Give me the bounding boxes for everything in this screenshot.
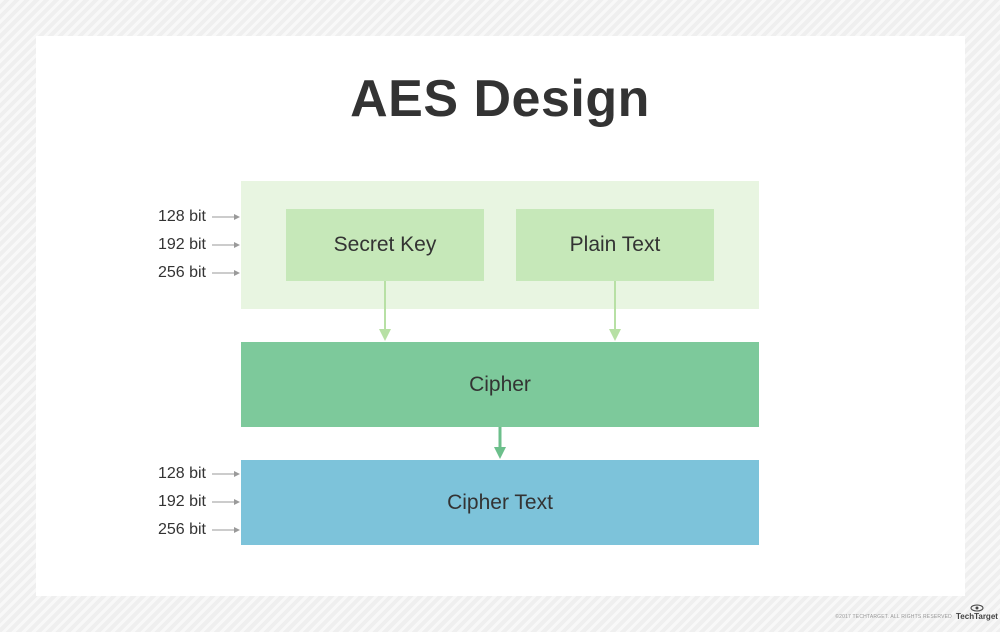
- cipher-to-output-arrow: [494, 427, 506, 459]
- eye-logo-icon: [970, 604, 984, 612]
- key-size-label-128: 128 bit: [157, 208, 206, 225]
- cipher-box: Cipher: [241, 342, 759, 427]
- key-size-arrows: [212, 214, 240, 276]
- key-size-label-192: 192 bit: [157, 236, 206, 253]
- diagram-title: AES Design: [350, 70, 650, 128]
- output-size-label-192: 192 bit: [157, 493, 206, 510]
- cipher-text-box: Cipher Text: [241, 460, 759, 545]
- key-size-label-256: 256 bit: [157, 264, 206, 281]
- input-to-cipher-arrows: [379, 281, 621, 341]
- output-size-label-256: 256 bit: [157, 521, 206, 538]
- output-size-arrows: [212, 471, 240, 533]
- plain-text-box: Plain Text: [516, 209, 714, 281]
- brand-logo: TechTarget: [956, 612, 998, 621]
- copyright-notice: ©2017 TECHTARGET. ALL RIGHTS RESERVED: [835, 614, 952, 620]
- output-size-label-128: 128 bit: [157, 465, 206, 482]
- secret-key-box: Secret Key: [286, 209, 484, 281]
